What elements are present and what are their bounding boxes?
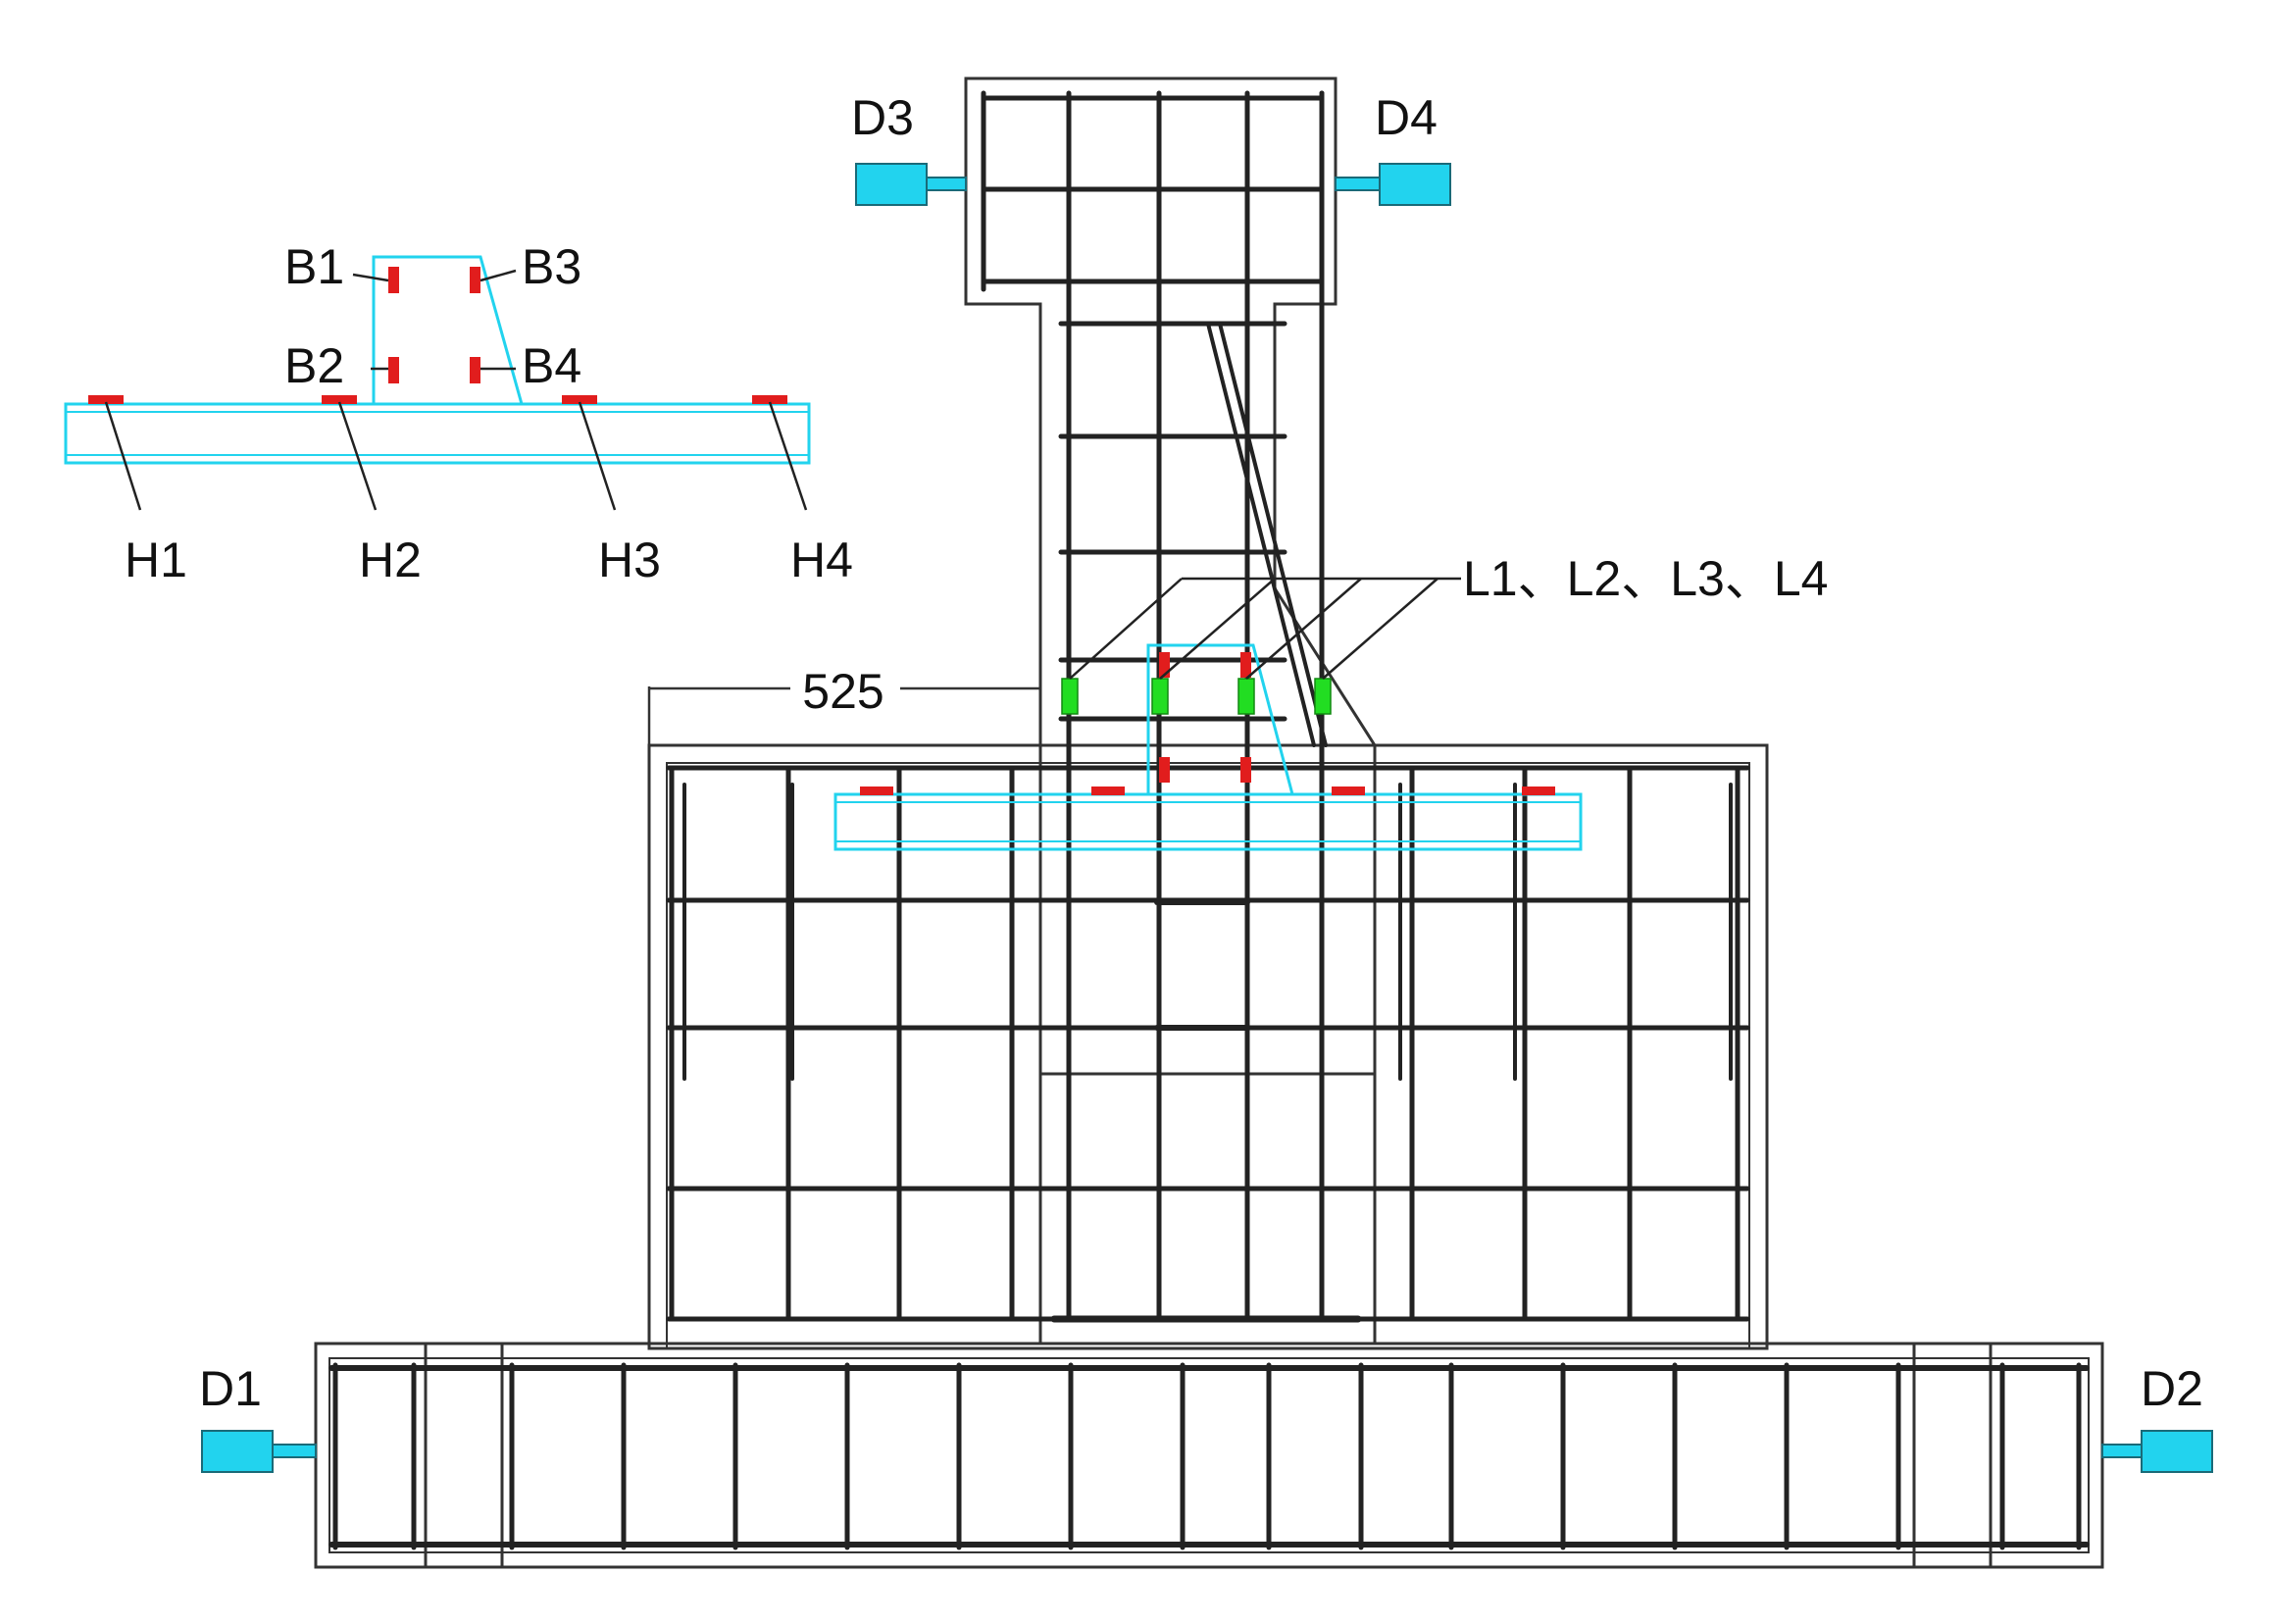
base-beam-outline [314,1342,2104,1569]
plate-web [1146,643,1294,795]
strain-gauge-icon [388,357,399,383]
steel-plate-detail: B1 B2 B3 B4 H1 H2 H3 H4 [64,239,853,587]
l-group-label: L1、L2、L3、L4 [1463,551,1828,606]
displacement-sensor-icon [2141,1430,2213,1473]
strain-gauge-icon [860,787,893,795]
strain-gauge-icon [388,267,399,293]
specimen-outline [314,76,2104,1569]
strain-gauge-icon [1061,678,1079,715]
sensor-rod [272,1444,317,1458]
strain-gauge-icon [1522,787,1555,795]
dimension-mask [790,659,900,714]
sensor-d3-label: D3 [851,90,914,145]
displacement-sensor-icon [855,163,928,206]
gauge-b2-label: B2 [284,338,344,393]
strain-gauge-icon [1237,678,1255,715]
strain-gauge-icon [1314,678,1332,715]
sensor-d4-label: D4 [1375,90,1438,145]
strain-gauge-icon [470,267,480,293]
sensor-rod [926,177,967,191]
base-inner-outline [328,1357,2090,1553]
rebar-cage [328,90,2090,1550]
pier-outline [647,743,1769,1350]
sensor-rod [1335,177,1381,191]
strain-gauge-icon [1159,757,1170,783]
strain-gauge-icon [88,395,124,404]
inclined-rebar [1218,322,1328,747]
strain-gauge-icon [1159,652,1170,678]
strain-gauge-icon [752,395,787,404]
gauge-h2-label: H2 [359,533,422,587]
sensor-d1-label: D1 [199,1361,262,1416]
gauge-h1-label: H1 [125,533,187,587]
plate-flange [833,792,1583,851]
strain-gauge-icon [1240,652,1251,678]
strain-gauge-icon [322,395,357,404]
gauge-b3-label: B3 [522,239,581,294]
sensor-rod [2101,1444,2143,1458]
sensor-d4 [1335,163,1451,206]
displacement-sensor-icon [1379,163,1451,206]
detail-plate-flange [64,402,811,465]
sensor-d3 [855,163,967,206]
gauge-h4-label: H4 [790,533,853,587]
displacement-sensor-icon [201,1430,274,1473]
strain-gauge-icon [1240,757,1251,783]
pier-inner-outline [666,762,1750,1349]
gauge-h3-label: H3 [598,533,661,587]
sensor-d1 [201,1430,317,1473]
column-outline [964,76,1377,1076]
embedded-steel-plate [833,643,1583,851]
rebar-strain-gauges [1061,678,1332,715]
strain-gauge-icon [562,395,597,404]
inclined-rebar [1206,322,1316,747]
strain-gauge-icon [470,357,480,383]
strain-gauge-icon [1332,787,1365,795]
l-group-leaders [1069,577,1461,680]
strain-gauge-icon [1151,678,1169,715]
gauge-b4-label: B4 [522,338,581,393]
detail-leaders [104,269,808,511]
main-strain-gauges [860,652,1555,795]
strain-gauge-icon [1091,787,1125,795]
sensor-d2-label: D2 [2141,1361,2203,1416]
sensor-d2 [2101,1430,2213,1473]
detail-plate-web [372,255,524,405]
dimension-label: 525 [802,664,883,719]
gauge-b1-label: B1 [284,239,344,294]
